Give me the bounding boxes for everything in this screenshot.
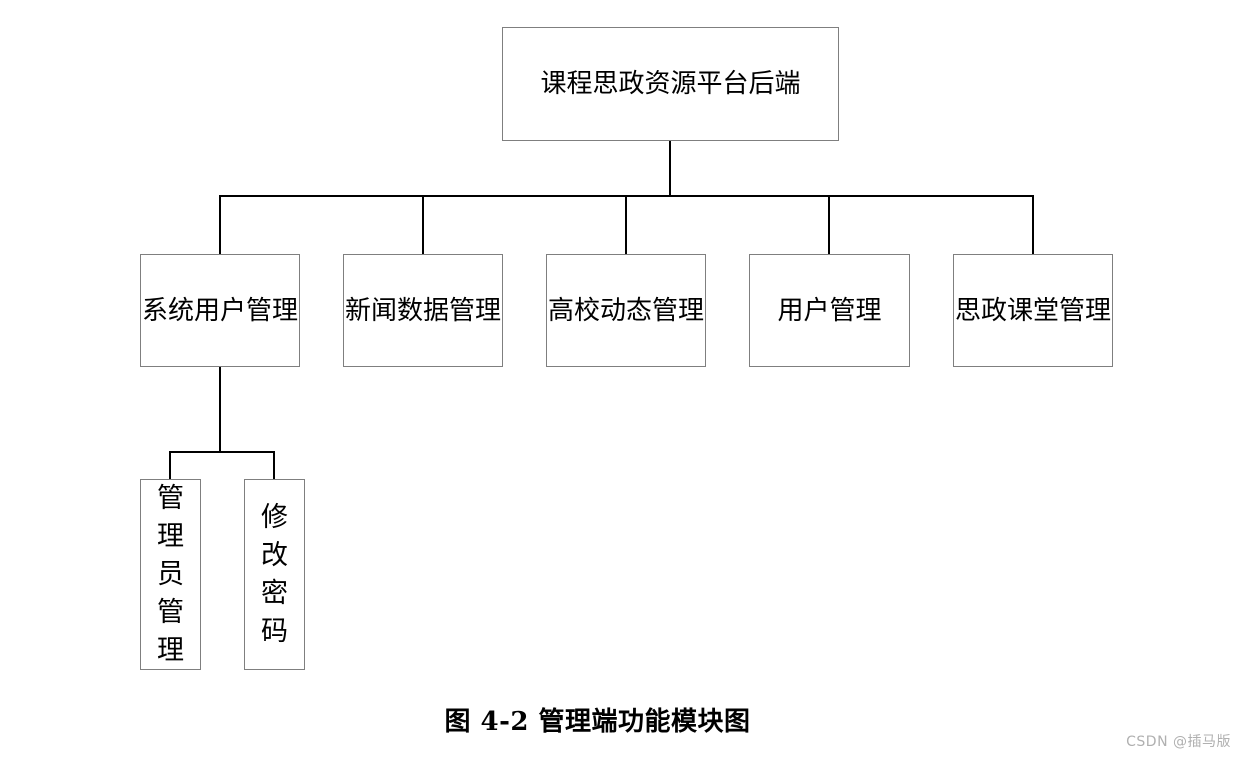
connector-module-4	[828, 195, 830, 254]
connector-module-2	[422, 195, 424, 254]
module-node-university-news: 高校动态管理	[546, 254, 706, 367]
module-node-news-data: 新闻数据管理	[343, 254, 503, 367]
module-node-users: 用户管理	[749, 254, 910, 367]
module-label: 系统用户管理	[141, 295, 298, 326]
connector-sub-2	[273, 451, 275, 480]
module-node-system-users: 系统用户管理	[140, 254, 300, 367]
connector-sub-stem	[219, 367, 221, 452]
submodule-char: 码	[261, 615, 288, 647]
module-label: 高校动态管理	[547, 295, 704, 326]
module-label: 新闻数据管理	[344, 295, 501, 326]
submodule-char: 理	[157, 520, 184, 552]
submodule-char: 修	[261, 501, 288, 533]
connector-sub-1	[169, 451, 171, 480]
root-node: 课程思政资源平台后端	[502, 27, 839, 141]
connector-root-stem	[669, 141, 671, 196]
submodule-node-change-password: 修 改 密 码	[244, 479, 305, 670]
module-node-classroom: 思政课堂管理	[953, 254, 1113, 367]
watermark: CSDN @插马版	[1126, 734, 1231, 750]
submodule-char: 密	[261, 577, 288, 609]
connector-module-5	[1032, 195, 1034, 254]
connector-module-1	[219, 195, 221, 254]
module-label: 思政课堂管理	[954, 295, 1111, 326]
submodule-char: 员	[157, 558, 184, 590]
submodule-char: 管	[157, 482, 184, 514]
module-label: 用户管理	[777, 295, 882, 326]
submodule-char: 改	[261, 539, 288, 571]
submodule-node-admin-management: 管 理 员 管 理	[140, 479, 201, 670]
submodule-char: 管	[157, 596, 184, 628]
root-node-label: 课程思政资源平台后端	[540, 69, 801, 99]
connector-module-3	[625, 195, 627, 254]
connector-sub-bus	[169, 451, 275, 453]
figure-caption: 图 4-2 管理端功能模块图	[444, 707, 751, 737]
submodule-char: 理	[157, 634, 184, 666]
